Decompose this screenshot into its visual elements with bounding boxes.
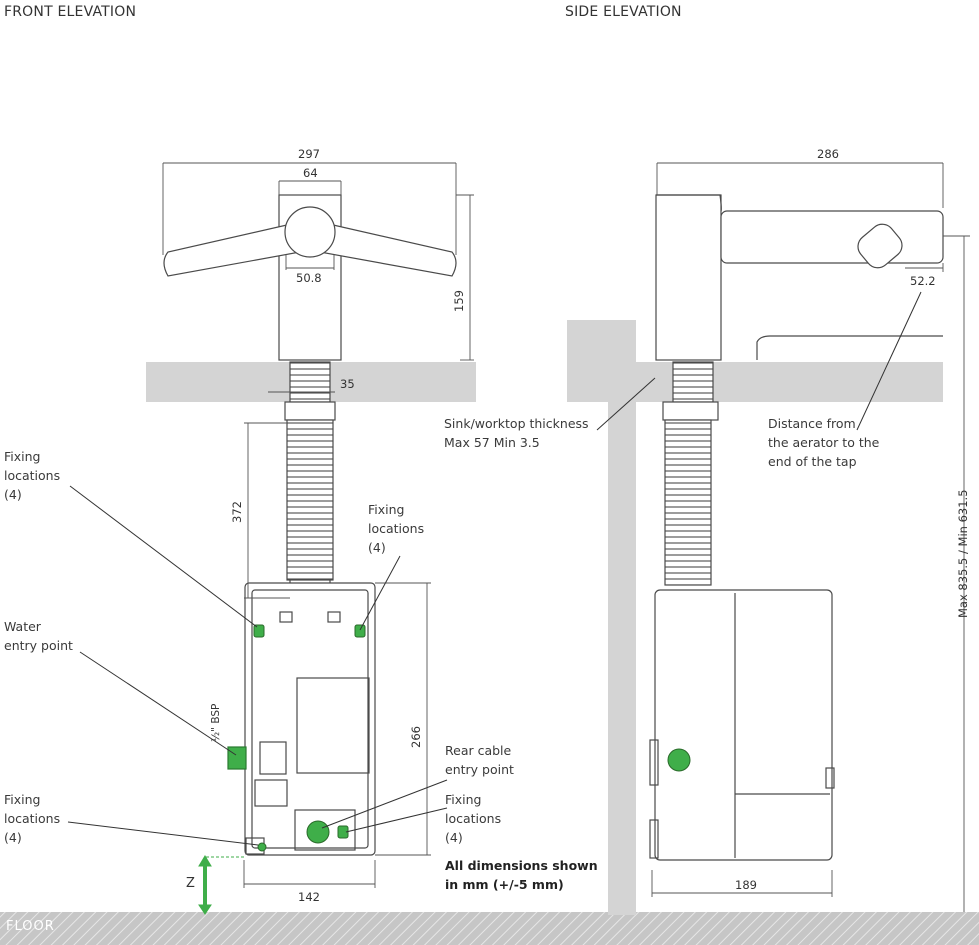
dim-bulb-diameter: 50.8: [296, 271, 322, 285]
front-elevation-heading: FRONT ELEVATION: [4, 4, 137, 20]
side-hose: [664, 419, 712, 586]
label-rear-cable: Rear cable entry point: [445, 743, 514, 777]
water-entry-fitting: [227, 746, 247, 770]
side-elevation-heading: SIDE ELEVATION: [565, 4, 682, 20]
leader-lines: [67, 291, 922, 846]
label-aerator-distance: Distance from the aerator to the end of …: [768, 416, 880, 469]
label-fixing-bottom-right: Fixing locations (4): [445, 792, 502, 845]
label-z: Z: [186, 876, 195, 891]
front-fixing-markers: [253, 624, 366, 852]
label-fixing-bottom-left: Fixing locations (4): [4, 792, 61, 845]
side-aerator: [857, 223, 903, 269]
rear-cable-entry-marker: [306, 820, 330, 844]
dim-total-height: Max 835.5 / Min 631.5: [956, 489, 970, 618]
side-control-unit: [654, 589, 833, 861]
dim-overall-width: 297: [298, 147, 320, 161]
front-tap-bulb: [284, 206, 336, 258]
label-floor: FLOOR: [6, 919, 55, 934]
front-hose: [286, 419, 334, 581]
note-all-dimensions: All dimensions shown in mm (+/-5 mm): [445, 858, 598, 892]
front-nut: [284, 401, 336, 421]
side-wall: [608, 320, 636, 915]
front-tap-arm-right: [319, 221, 457, 277]
label-fixing-top-right: Fixing locations (4): [368, 502, 425, 555]
z-height-arrow: [198, 855, 212, 915]
side-elevation: [567, 194, 944, 915]
side-tap-spout: [720, 210, 944, 264]
dim-unit-width: 142: [298, 890, 320, 904]
dim-aerator: 52.2: [910, 274, 936, 288]
dim-overall-depth: 286: [817, 147, 839, 161]
front-shank: [289, 361, 331, 403]
dim-unit-height: 266: [409, 726, 423, 748]
dim-height-above-worktop: 159: [452, 290, 466, 312]
dim-bsp: ½" BSP: [210, 703, 222, 742]
label-sink-thickness: Sink/worktop thickness Max 57 Min 3.5: [444, 416, 589, 450]
dim-hose-length: 372: [230, 501, 244, 523]
front-elevation: [146, 194, 476, 856]
front-unit-panel: [296, 677, 370, 774]
side-tap-body: [655, 194, 722, 361]
floor: [0, 912, 979, 945]
dimension-lines: [162, 162, 970, 912]
dim-body-width: 64: [303, 166, 318, 180]
dim-shank: 35: [340, 377, 355, 391]
front-tap-arm-left: [163, 221, 301, 277]
dim-unit-depth: 189: [735, 878, 757, 892]
label-water-entry: Water entry point: [4, 619, 73, 653]
side-cable-entry-marker: [667, 748, 691, 772]
label-fixing-top-left: Fixing locations (4): [4, 449, 61, 502]
